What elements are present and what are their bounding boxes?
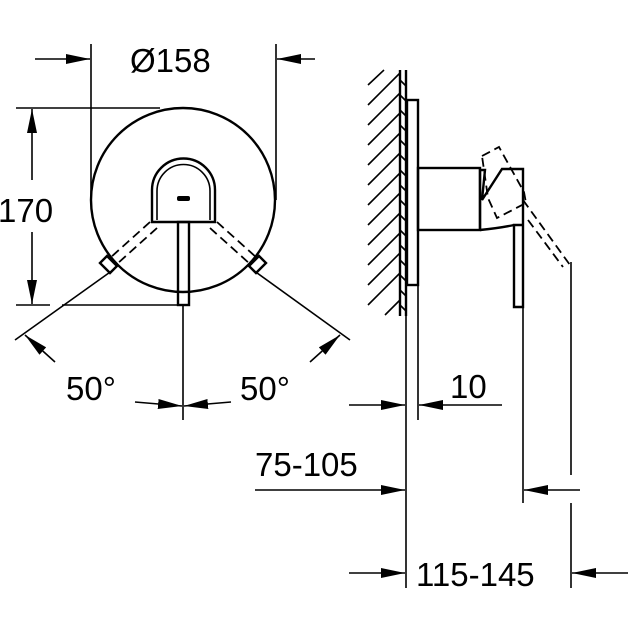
angle-right-label: 50° (240, 370, 290, 407)
handle-dome (150, 157, 217, 224)
diameter-label: Ø158 (130, 42, 211, 79)
depth-total-label: 115-145 (416, 556, 535, 593)
front-view: Ø158 170 50° 50° (0, 42, 351, 420)
wall-hatch (367, 69, 408, 316)
plate-side (405, 98, 420, 287)
depth-wall-label: 75-105 (255, 446, 358, 483)
body-side (416, 166, 482, 232)
side-view: 10 75-105 115-145 (255, 69, 628, 593)
height-label: 170 (0, 192, 53, 229)
plate-thickness-label: 10 (450, 368, 487, 405)
angle-left-label: 50° (66, 370, 116, 407)
lever-side (478, 167, 525, 309)
dome-slot (177, 196, 190, 201)
